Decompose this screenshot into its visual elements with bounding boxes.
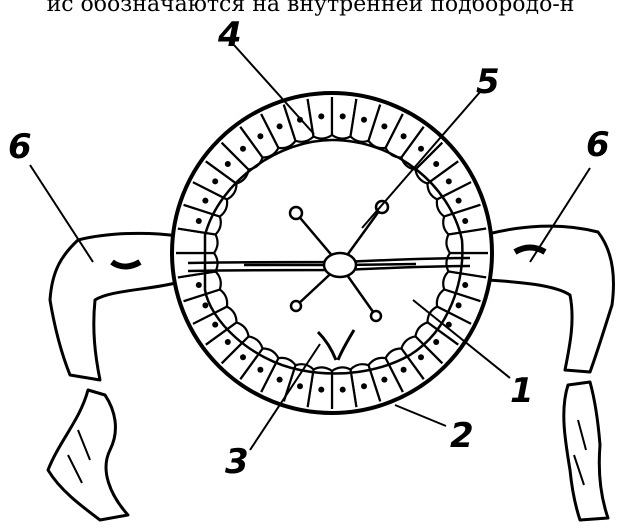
cell-nucleus	[418, 354, 424, 360]
label-5: 5	[476, 62, 500, 102]
cell-nucleus	[257, 367, 263, 373]
label-3: 3	[225, 442, 249, 482]
cell-nucleus	[196, 282, 202, 288]
cell-nucleus	[401, 133, 407, 139]
cell-nucleus	[240, 354, 246, 360]
right-ligament	[488, 226, 613, 520]
cell-nucleus	[433, 161, 439, 167]
cell-nucleus	[240, 146, 246, 152]
label-4: 4	[217, 15, 242, 55]
cell-nucleus	[418, 146, 424, 152]
cell-nucleus	[456, 302, 462, 308]
left-ligament	[48, 233, 180, 520]
label-2: 2	[450, 416, 474, 456]
label-6-left: 6	[8, 127, 32, 167]
cell-nucleus	[202, 302, 208, 308]
cell-nucleus	[381, 377, 387, 383]
cell-nucleus	[340, 387, 346, 393]
cell-nucleus	[340, 113, 346, 119]
cell-nucleus	[297, 383, 303, 389]
cell-nucleus	[361, 383, 367, 389]
cell-nucleus	[318, 387, 324, 393]
cell-nucleus	[361, 117, 367, 123]
cell-nucleus	[277, 377, 283, 383]
cell-nucleus	[401, 367, 407, 373]
cell-nucleus	[277, 123, 283, 129]
cell-nucleus	[212, 322, 218, 328]
cell-nucleus	[318, 113, 324, 119]
cell-nucleus	[257, 133, 263, 139]
cell-nucleus	[225, 339, 231, 345]
label-6-right: 6	[586, 125, 610, 165]
cell-nucleus	[196, 218, 202, 224]
cell-nucleus	[456, 198, 462, 204]
cell-nucleus	[202, 198, 208, 204]
cell-nucleus	[225, 161, 231, 167]
cell-nucleus	[212, 178, 218, 184]
cell-nucleus	[433, 339, 439, 345]
label-1: 1	[510, 371, 534, 411]
cell-nucleus	[381, 123, 387, 129]
cell-nucleus	[462, 282, 468, 288]
cell-nucleus	[446, 178, 452, 184]
cell-nucleus	[462, 218, 468, 224]
